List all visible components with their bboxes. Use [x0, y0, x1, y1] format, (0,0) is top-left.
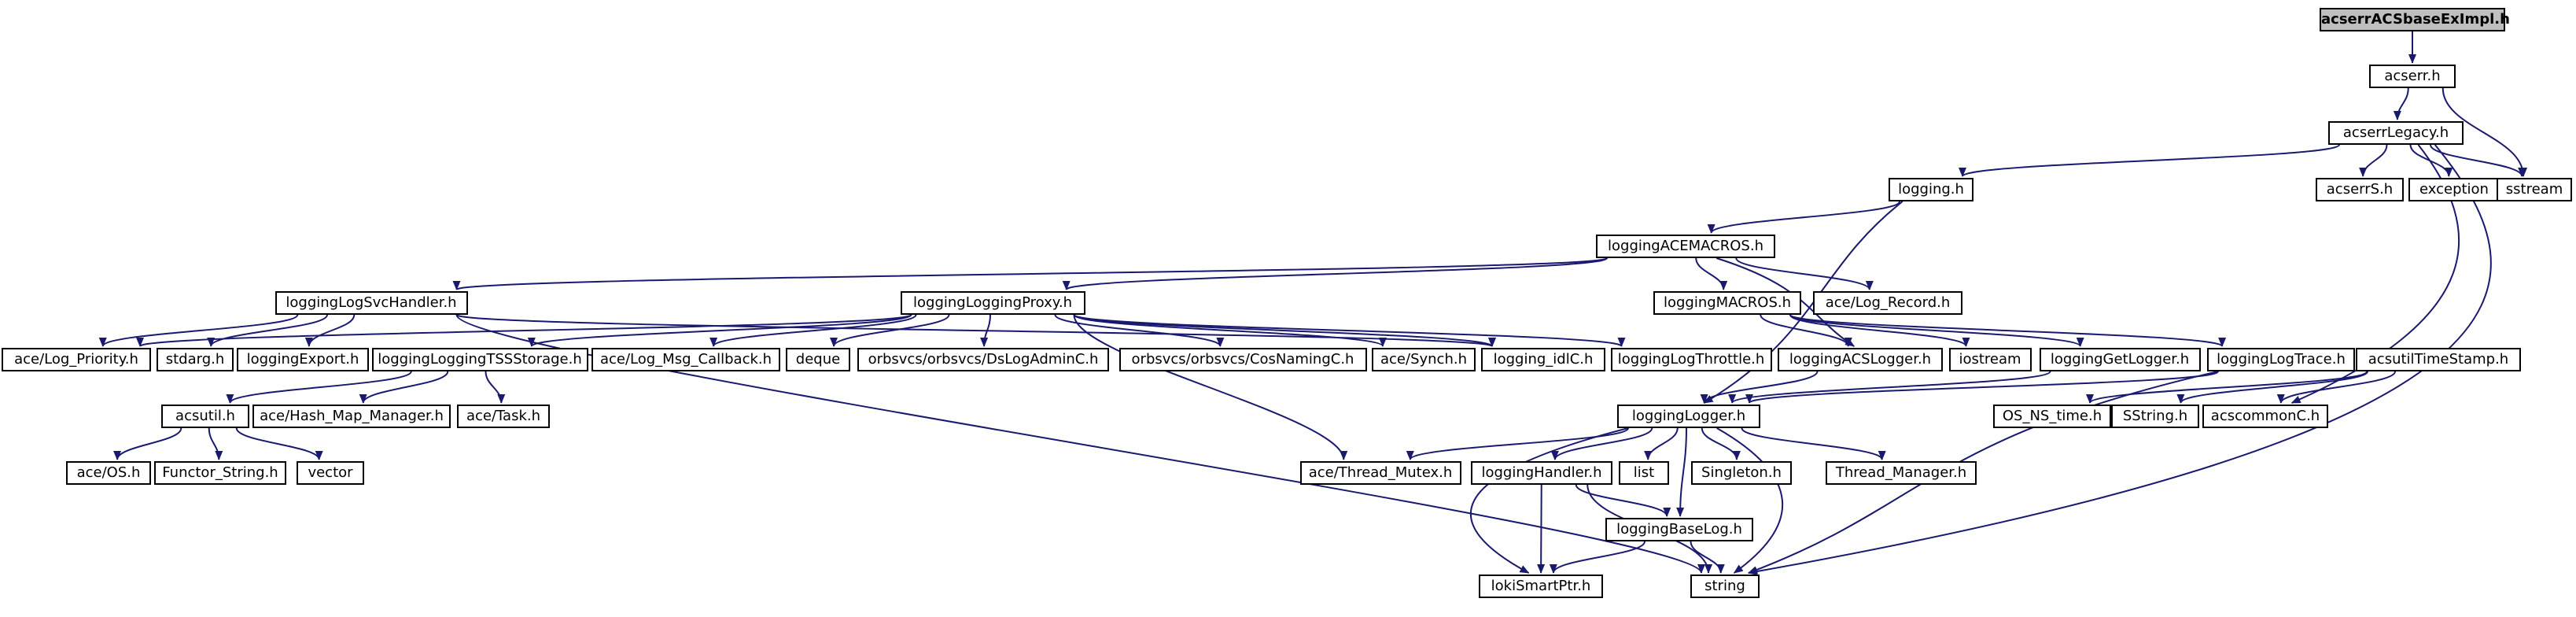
graph-node-loggingBaseLog[interactable]: loggingBaseLog.h	[1605, 518, 1753, 541]
graph-node-threadManager[interactable]: Thread_Manager.h	[1826, 461, 1977, 485]
include-edge-loggingACEMACROS-to-loggingLogSvcHandler	[453, 257, 1608, 290]
graph-node-iostream[interactable]: iostream	[1948, 348, 2032, 371]
graph-node-loggingLogSvcHandler[interactable]: loggingLogSvcHandler.h	[275, 291, 468, 315]
include-edge-loggingACEMACROS-to-loggingACSLogger	[1715, 257, 1856, 347]
include-edge-loggingLoggingProxy-to-loggingLoggingTSSStorage	[528, 314, 912, 347]
graph-node-exception[interactable]: exception	[2408, 178, 2500, 201]
include-edge-loggingLogSvcHandler-to-aceLogPriority	[98, 314, 299, 347]
graph-node-cosNamingC[interactable]: orbsvcs/orbsvcs/CosNamingC.h	[1118, 348, 1367, 371]
graph-node-loggingLoggingTSSStorage[interactable]: loggingLoggingTSSStorage.h	[371, 348, 588, 371]
graph-node-aceLogPriority[interactable]: ace/Log_Priority.h	[2, 348, 151, 371]
include-edge-loggingLogger-to-singleton	[1701, 427, 1741, 460]
include-edge-loggingLoggingProxy-to-cosNamingC	[1054, 314, 1225, 347]
graph-node-loggingACSLogger[interactable]: loggingACSLogger.h	[1778, 348, 1943, 371]
include-edge-loggingHandler-to-lokiSmartPtr	[1537, 484, 1546, 574]
include-edge-loggingLoggingProxy-to-aceLogMsgCallback	[709, 314, 917, 347]
graph-node-loggingLogger[interactable]: loggingLogger.h	[1617, 405, 1760, 428]
include-edge-acsutilTimeStamp-to-acscommonC	[2276, 371, 2396, 404]
include-edge-acsutilTimeStamp-to-osNsTime	[2086, 371, 2368, 404]
graph-node-loggingACEMACROS[interactable]: loggingACEMACROS.h	[1596, 235, 1775, 258]
graph-node-loggingLoggingProxy[interactable]: loggingLoggingProxy.h	[900, 291, 1085, 315]
graph-node-deque[interactable]: deque	[786, 348, 850, 371]
include-edge-loggingLogSvcHandler-to-loggingExport	[304, 314, 356, 347]
include-edge-loggingMACROS-to-loggingGetLogger	[1789, 314, 2084, 347]
graph-node-stdarg[interactable]: stdarg.h	[157, 348, 234, 371]
include-edge-loggingLogger-to-string	[1716, 427, 1783, 574]
graph-node-loggingLogTrace[interactable]: loggingLogTrace.h	[2207, 348, 2355, 371]
include-edge-loggingLogger-to-list	[1644, 427, 1679, 460]
include-edge-loggingLogSvcHandler-to-stdarg	[207, 314, 328, 347]
include-edge-loggingMACROS-to-loggingACSLogger	[1760, 314, 1852, 347]
include-edge-loggingLoggingProxy-to-aceThreadMutex	[1073, 314, 1348, 460]
graph-node-dsLogAdminC[interactable]: orbsvcs/orbsvcs/DsLogAdminC.h	[857, 348, 1109, 371]
graph-node-aceThreadMutex[interactable]: ace/Thread_Mutex.h	[1299, 461, 1461, 485]
graph-node-loggingMACROS[interactable]: loggingMACROS.h	[1653, 291, 1801, 315]
graph-node-aceTask[interactable]: ace/Task.h	[457, 405, 550, 428]
include-edge-loggingMACROS-to-loggingLogTrace	[1789, 314, 2226, 347]
graph-node-loggingLogThrottle[interactable]: loggingLogThrottle.h	[1610, 348, 1772, 371]
include-edge-acserrLegacy-to-acserrS	[2359, 144, 2388, 177]
include-edge-loggingLogger-to-loggingHandler	[1550, 427, 1653, 460]
include-edge-loggingACSLogger-to-loggingLogger	[1700, 371, 1819, 404]
include-edge-loggingLogSvcHandler-to-loggingIdlC	[455, 314, 1496, 347]
graph-node-acsutilTimeStamp[interactable]: acsutilTimeStamp.h	[2356, 348, 2521, 371]
graph-node-loggingHandler[interactable]: loggingHandler.h	[1471, 461, 1612, 485]
include-edge-loggingLogger-to-lokiSmartPtr	[1470, 427, 1629, 574]
graph-node-singleton[interactable]: Singleton.h	[1691, 461, 1792, 485]
graph-node-aceOS[interactable]: ace/OS.h	[66, 461, 151, 485]
include-edge-loggingACEMACROS-to-loggingLoggingProxy	[1063, 257, 1608, 290]
include-edge-loggingACEMACROS-to-aceLogRecord	[1735, 257, 1874, 290]
include-edge-loggingHandler-to-loggingBaseLog	[1575, 484, 1671, 517]
graph-node-loggingGetLogger[interactable]: loggingGetLogger.h	[2039, 348, 2201, 371]
graph-node-acserrLegacy[interactable]: acserrLegacy.h	[2328, 121, 2464, 145]
include-edge-loggingLoggingProxy-to-dsLogAdminC	[980, 314, 991, 347]
graph-node-sstring[interactable]: SString.h	[2111, 405, 2199, 428]
include-edge-acserr-to-acserrLegacy	[2393, 87, 2409, 120]
graph-node-aceLogMsgCallback[interactable]: ace/Log_Msg_Callback.h	[591, 348, 780, 371]
include-edge-acsutil-to-vector	[235, 427, 323, 460]
include-edge-loggingBaseLog-to-lokiSmartPtr	[1549, 541, 1645, 574]
include-edge-loggingACEMACROS-to-loggingMACROS	[1695, 257, 1728, 290]
include-edge-loggingLoggingTSSStorage-to-acsutil	[226, 371, 412, 404]
include-edge-loggingLoggingProxy-to-deque	[830, 314, 950, 347]
include-edge-loggingLoggingTSSStorage-to-aceTask	[485, 371, 506, 404]
include-edge-loggingMACROS-to-iostream	[1789, 314, 1970, 347]
graph-node-loggingExport[interactable]: loggingExport.h	[237, 348, 369, 371]
include-edge-loggingLogger-to-aceThreadMutex	[1406, 427, 1629, 460]
include-edge-loggingLoggingProxy-to-aceLogPriority	[136, 314, 912, 347]
graph-node-string[interactable]: string	[1690, 575, 1760, 598]
graph-node-aceHashMapManager[interactable]: ace/Hash_Map_Manager.h	[252, 405, 451, 428]
graph-node-logging[interactable]: logging.h	[1889, 178, 1973, 201]
include-edge-acserrLegacy-to-sstream	[2430, 144, 2526, 177]
include-edge-loggingLogger-to-loggingBaseLog	[1676, 427, 1687, 517]
graph-node-acscommonC[interactable]: acscommonC.h	[2202, 405, 2328, 428]
graph-node-functorString[interactable]: Functor_String.h	[154, 461, 286, 485]
include-edge-acsutil-to-functorString	[208, 427, 223, 460]
include-edge-loggingLogger-to-threadManager	[1741, 427, 1886, 460]
graph-node-sstream[interactable]: sstream	[2497, 178, 2572, 201]
graph-node-acserrACSbaseExImpl[interactable]: acserrACSbaseExImpl.h	[2320, 8, 2510, 31]
include-edge-acsutil-to-aceOS	[113, 427, 182, 460]
include-edge-loggingLoggingTSSStorage-to-aceHashMapManager	[359, 371, 449, 404]
graph-node-acsutil[interactable]: acsutil.h	[161, 405, 249, 428]
include-edge-logging-to-loggingACEMACROS	[1707, 201, 1900, 234]
include-edge-acserr-to-sstream	[2441, 87, 2528, 177]
include-edge-loggingBaseLog-to-string	[1690, 541, 1725, 574]
graph-node-vector[interactable]: vector	[297, 461, 364, 485]
graph-node-aceLogRecord[interactable]: ace/Log_Record.h	[1813, 291, 1962, 315]
graph-node-aceSynch[interactable]: ace/Synch.h	[1372, 348, 1476, 371]
graph-node-acserrS[interactable]: acserrS.h	[2316, 178, 2404, 201]
graph-node-lokiSmartPtr[interactable]: lokiSmartPtr.h	[1479, 575, 1603, 598]
include-edge-acserrLegacy-to-logging	[1959, 144, 2340, 177]
include-edge-loggingLoggingProxy-to-loggingLogThrottle	[1073, 314, 1626, 347]
graph-node-loggingIdlC[interactable]: logging_idlC.h	[1481, 348, 1605, 371]
graph-node-list[interactable]: list	[1619, 461, 1669, 485]
include-edge-loggingLoggingProxy-to-aceSynch	[1073, 314, 1387, 347]
graph-node-osNsTime[interactable]: OS_NS_time.h	[1993, 405, 2111, 428]
graph-node-acserr[interactable]: acserr.h	[2369, 65, 2456, 88]
include-edge-acsutilTimeStamp-to-sstring	[2176, 371, 2368, 404]
